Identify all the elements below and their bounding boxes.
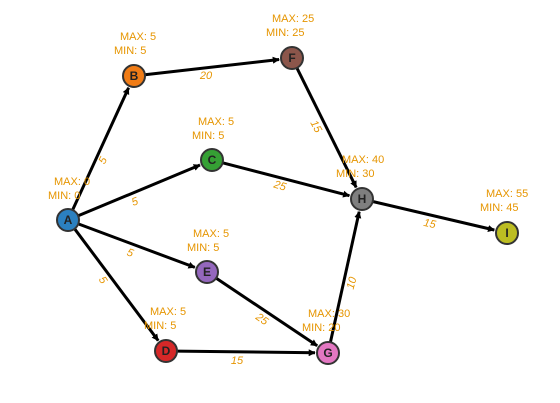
node-circle [316,341,340,365]
node-i: I MAX: 55 MIN: 45 [480,188,528,245]
node-label: G [323,346,332,360]
edge-g-h [328,211,362,343]
node-circle [122,64,146,88]
node-max-label: MAX: 5 [198,116,234,128]
node-d: D MAX: 5 MIN: 5 [144,306,186,363]
node-min-label: MIN: 25 [266,27,305,39]
edge-weight-label: 25 [271,178,288,194]
edge-h-i [372,200,495,232]
edge-d-g [176,349,316,357]
node-c: C MAX: 5 MIN: 5 [192,116,234,172]
node-max-label: MAX: 55 [486,188,528,200]
edge-f-h [295,67,358,189]
node-f: F MAX: 25 MIN: 25 [266,13,314,70]
edge-a-e [77,222,196,269]
node-circle [195,260,219,284]
node-max-label: MAX: 25 [272,13,314,25]
node-b: B MAX: 5 MIN: 5 [114,31,156,88]
node-max-label: MAX: 40 [342,154,384,166]
node-min-label: MIN: 45 [480,202,519,214]
node-min-label: MIN: 0 [48,190,80,202]
node-min-label: MIN: 5 [144,320,176,332]
node-max-label: MAX: 0 [54,176,90,188]
edge-weight-label: 5 [125,246,136,260]
node-label: E [203,265,211,279]
edge-b-f [144,56,280,77]
edge-weight-label: 5 [96,275,110,287]
edge-c-h [222,161,351,198]
node-circle [495,221,519,245]
node-max-label: MAX: 30 [308,308,350,320]
edge-a-d [73,227,160,342]
node-circle [56,208,80,232]
edge-weight-label: 15 [231,355,244,367]
edge-weight-label: 5 [130,195,141,209]
node-e: E MAX: 5 MIN: 5 [187,228,229,284]
node-min-label: MIN: 5 [192,130,224,142]
edge-a-c [77,163,201,218]
edge-weight-label: 10 [345,275,360,291]
node-label: I [505,226,508,240]
node-label: C [208,153,217,167]
node-max-label: MAX: 5 [150,306,186,318]
node-a: A MAX: 0 MIN: 0 [48,176,90,232]
node-circle [200,148,224,172]
node-min-label: MIN: 5 [187,242,219,254]
node-circle [280,46,304,70]
node-label: D [162,344,171,358]
node-circle [350,187,374,211]
edge-a-b [71,87,130,211]
node-h: H MAX: 40 MIN: 30 [336,154,384,211]
edge-weight-label: 15 [422,217,437,231]
node-min-label: MIN: 5 [114,45,146,57]
node-circle [154,339,178,363]
node-max-label: MAX: 5 [120,31,156,43]
node-min-label: MIN: 20 [302,322,341,334]
edge-e-g [215,276,319,348]
node-label: A [64,213,73,227]
node-label: B [130,69,139,83]
node-label: F [288,51,295,65]
node-g: G MAX: 30 MIN: 20 [302,308,350,365]
node-max-label: MAX: 5 [193,228,229,240]
edge-weight-label: 5 [97,154,111,166]
node-min-label: MIN: 30 [336,168,375,180]
edge-weight-label: 20 [199,70,213,82]
node-label: H [358,192,367,206]
